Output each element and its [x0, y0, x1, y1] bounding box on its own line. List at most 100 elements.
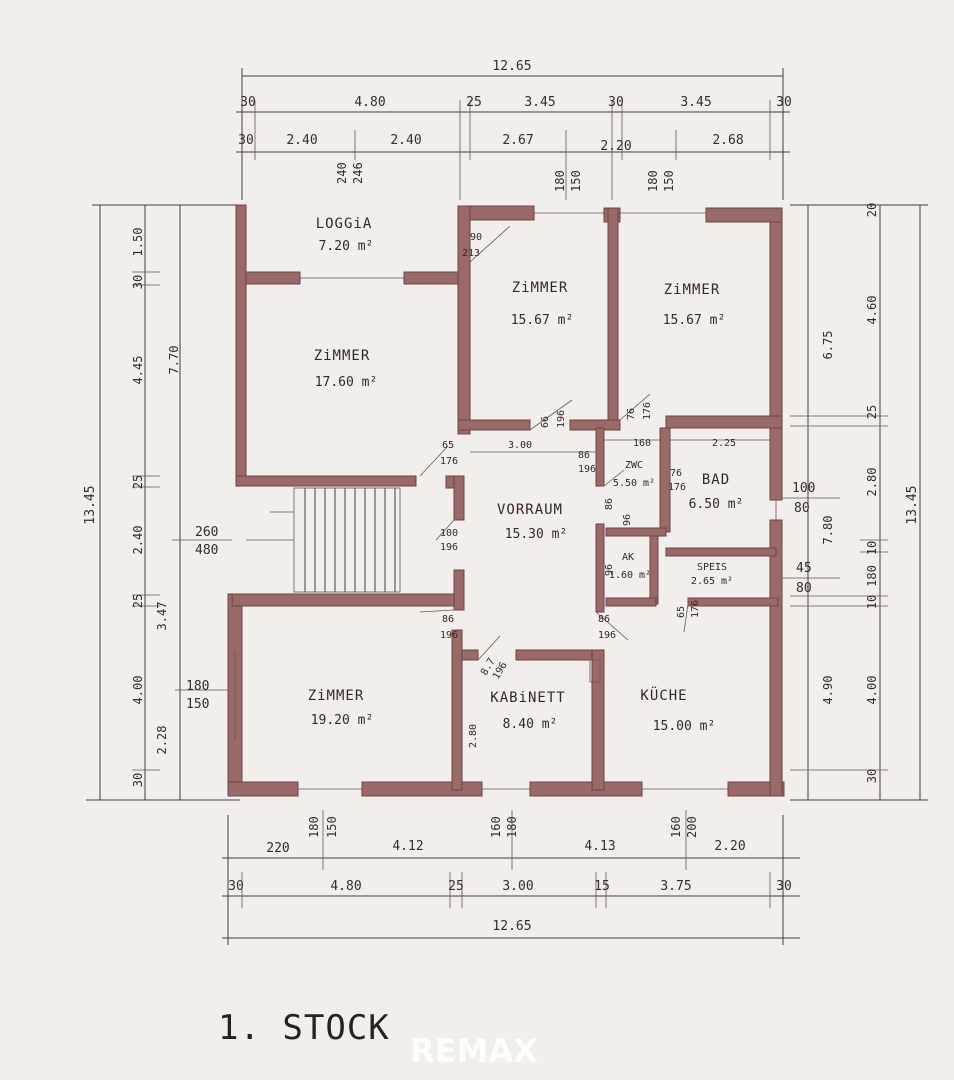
left-r2-0: 1.50 — [131, 228, 145, 257]
left-r2-2: 4.45 — [131, 356, 145, 385]
bottom-r1-2: 4.13 — [584, 839, 615, 854]
room-kuche-area: 15.00 m² — [653, 719, 716, 734]
top-win-0: 240 — [335, 162, 349, 184]
room-kabinett-name: KABiNETT — [490, 690, 565, 706]
room-zimmer-n2-name: ZiMMER — [664, 282, 721, 298]
door-17: 176 — [668, 482, 686, 493]
room-zimmer-n2-area: 15.67 m² — [663, 313, 726, 328]
top-win-2: 180 — [553, 170, 567, 192]
inner-4: 86 — [604, 498, 615, 510]
door-4: 66 — [540, 416, 551, 428]
right-r2-7: 30 — [865, 769, 879, 783]
top-dimensions: 12.65 30 4.80 25 3.45 30 3.45 30 30 2.40… — [236, 59, 792, 200]
door-13: 196 — [598, 630, 616, 641]
room-kabinett-area: 8.40 m² — [503, 717, 558, 732]
bottom-r1-3: 2.20 — [714, 839, 745, 854]
room-ak-name: AK — [622, 552, 634, 563]
inner-1: 160 — [633, 438, 651, 449]
door-10: 86 — [442, 614, 454, 625]
room-zimmer-sw-area: 19.20 m² — [311, 713, 374, 728]
bottom-win-4: 160 — [669, 816, 683, 838]
left-r1-0: 7.70 — [167, 346, 181, 375]
top-r2-2: 25 — [466, 95, 482, 110]
right-r1-2: 4.90 — [821, 676, 835, 705]
left-r2-6: 4.00 — [131, 676, 145, 705]
inner-5: 96 — [604, 564, 615, 576]
left-r2-8: 30 — [131, 773, 145, 787]
right-r1-0: 6.75 — [821, 331, 835, 360]
room-bad-name: BAD — [702, 472, 730, 488]
door-1: 213 — [462, 248, 480, 259]
room-zimmer-nw-name: ZiMMER — [314, 348, 371, 364]
right-r2-6: 10 — [865, 595, 879, 609]
door-7: 176 — [642, 402, 653, 420]
top-r2-4: 30 — [608, 95, 624, 110]
left-dimensions: 13.45 7.70 3.47 1.50 30 4.45 25 2.40 25 … — [83, 204, 240, 801]
right-r1-3: 4.00 — [865, 676, 879, 705]
room-vorraum-name: VORRAUM — [497, 502, 563, 518]
left-total: 13.45 — [83, 485, 98, 524]
door-3: 176 — [440, 456, 458, 467]
room-speis-name: SPEIS — [697, 562, 727, 573]
door-16: 76 — [670, 468, 682, 479]
room-zimmer-nw-area: 17.60 m² — [315, 375, 378, 390]
inner-dimensions: 3.00 160 2.25 2.80 86 96 96 — [468, 438, 770, 748]
room-ak-area: 1.60 m² — [609, 570, 651, 581]
right-win-3: 80 — [796, 581, 812, 596]
door-19: 176 — [690, 600, 701, 618]
bottom-r2-1: 4.80 — [330, 879, 361, 894]
room-loggia-name: LOGGiA — [316, 216, 373, 232]
floor-title: 1. STOCK — [218, 1008, 390, 1048]
bottom-r1-0: 220 — [266, 841, 289, 856]
room-wc-name: ZWC — [625, 460, 643, 471]
top-total: 12.65 — [492, 59, 531, 74]
room-bad-area: 6.50 m² — [689, 497, 744, 512]
right-r2-0: 20 — [865, 203, 879, 217]
room-labels: LOGGiA 7.20 m² ZiMMER 17.60 m² ZiMMER 15… — [308, 216, 744, 734]
bottom-win-3: 180 — [505, 816, 519, 838]
staircase — [246, 487, 401, 593]
inner-2: 2.25 — [712, 438, 736, 449]
top-r2-5: 3.45 — [680, 95, 711, 110]
room-speis-area: 2.65 m² — [691, 576, 733, 587]
top-r2-1: 4.80 — [354, 95, 385, 110]
top-r3-2: 2.40 — [390, 133, 421, 148]
left-win-0: 180 — [186, 679, 209, 694]
top-r2-6: 30 — [776, 95, 792, 110]
door-0: 90 — [470, 232, 482, 243]
bottom-r1-1: 4.12 — [392, 839, 423, 854]
room-kuche-name: KÜCHE — [640, 686, 687, 704]
bottom-win-5: 200 — [685, 816, 699, 838]
top-r2-0: 30 — [240, 95, 256, 110]
right-dimensions: 13.45 6.75 7.80 4.90 4.00 20 4.60 25 2.8… — [775, 203, 928, 801]
bottom-r2-4: 15 — [594, 879, 610, 894]
left-win-1: 150 — [186, 697, 209, 712]
room-zimmer-n1-area: 15.67 m² — [511, 313, 574, 328]
bottom-r2-6: 30 — [776, 879, 792, 894]
top-win-1: 246 — [351, 162, 365, 184]
right-r1-1: 7.80 — [821, 516, 835, 545]
left-r2-3: 25 — [131, 475, 145, 489]
door-11: 196 — [440, 630, 458, 641]
bottom-r2-0: 30 — [228, 879, 244, 894]
right-win-1: 80 — [794, 501, 810, 516]
bottom-r2-3: 3.00 — [502, 879, 533, 894]
top-r2-3: 3.45 — [524, 95, 555, 110]
door-12: 86 — [598, 614, 610, 625]
left-stair-1: 480 — [195, 543, 218, 558]
room-zimmer-n1-name: ZiMMER — [512, 280, 569, 296]
door-9: 196 — [440, 542, 458, 553]
remax-watermark-logo: REMAX — [410, 1032, 538, 1070]
top-win-4: 180 — [646, 170, 660, 192]
walls — [227, 204, 785, 797]
right-total: 13.45 — [905, 485, 920, 524]
door-5: 196 — [556, 410, 567, 428]
left-r2-5: 25 — [131, 594, 145, 608]
top-r3-0: 30 — [238, 133, 254, 148]
room-vorraum-area: 15.30 m² — [505, 527, 568, 542]
door-8: 100 — [440, 528, 458, 539]
door-14: 86 — [578, 450, 590, 461]
top-r3-4: 2.20 — [600, 139, 631, 154]
